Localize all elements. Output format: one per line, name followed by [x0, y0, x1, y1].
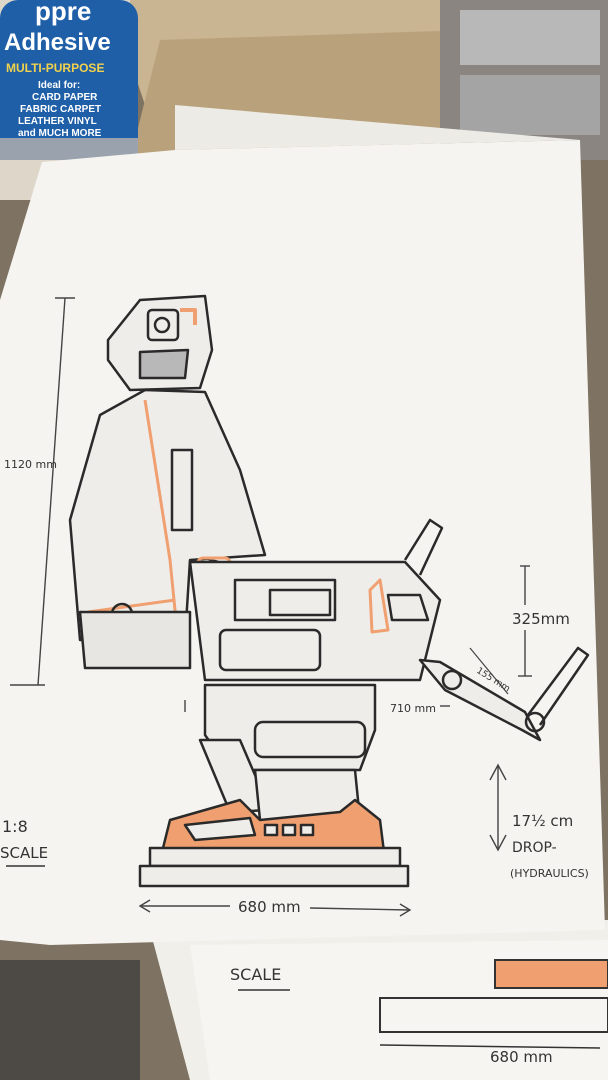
can-use-4: and MUCH MORE	[18, 128, 102, 139]
drop-label: DROP-	[512, 840, 557, 856]
pedal-rod	[526, 646, 590, 726]
spray-can: ppre Adhesive MULTI-PURPOSE Ideal for: C…	[0, 0, 138, 160]
dark-object	[0, 960, 140, 1080]
seat-cushion	[78, 610, 192, 670]
lower-scale-label: SCALE	[230, 965, 281, 984]
chair-drawing	[68, 294, 590, 888]
seat-lower-panel	[218, 628, 322, 672]
base-footer	[138, 864, 410, 888]
dimension-lines	[10, 297, 532, 917]
pedal-pivot	[441, 669, 463, 691]
headrest-socket	[146, 308, 180, 342]
pedestal-slot	[253, 720, 367, 759]
side-dimension: 710 mm	[390, 702, 436, 715]
controller-mount	[386, 593, 430, 622]
drawer-bottom	[460, 75, 600, 135]
headrest-bolt	[153, 316, 171, 334]
height-dimension: 1120 mm	[4, 458, 57, 471]
pedal-dimension: 325mm	[512, 610, 570, 628]
can-use-1: CARD PAPER	[32, 92, 98, 103]
drawer-top	[460, 10, 600, 65]
can-type: MULTI-PURPOSE	[6, 61, 104, 75]
base-plate	[148, 846, 402, 868]
lower-base-width: 680 mm	[490, 1048, 553, 1066]
joystick-arm	[403, 518, 444, 576]
lower-base-outline	[379, 997, 608, 1033]
pedal-arm	[418, 658, 542, 742]
base-width: 680 mm	[238, 898, 301, 916]
can-brand: ppre	[35, 0, 91, 26]
seat-slot	[268, 588, 332, 617]
can-use-2: FABRIC CARPET	[20, 104, 101, 115]
seat-panel	[233, 578, 337, 622]
lower-sheet: SCALE 680 mm	[150, 920, 608, 1080]
drop-amount: 17½ cm	[512, 812, 573, 830]
scale-ratio: 1:8	[2, 817, 28, 836]
pedestal-upper	[203, 683, 377, 772]
headrest-vent	[138, 348, 190, 380]
drop-hydraulics: (HYDRAULICS)	[510, 867, 589, 880]
scale-label: SCALE	[0, 844, 48, 862]
can-use-0: Ideal for:	[38, 80, 80, 91]
lower-orange-base	[494, 959, 608, 989]
can-use-3: LEATHER VINYL	[18, 116, 97, 127]
backrest-panel	[170, 448, 194, 532]
can-name: Adhesive	[4, 29, 111, 56]
pedal-hinge	[524, 711, 546, 733]
